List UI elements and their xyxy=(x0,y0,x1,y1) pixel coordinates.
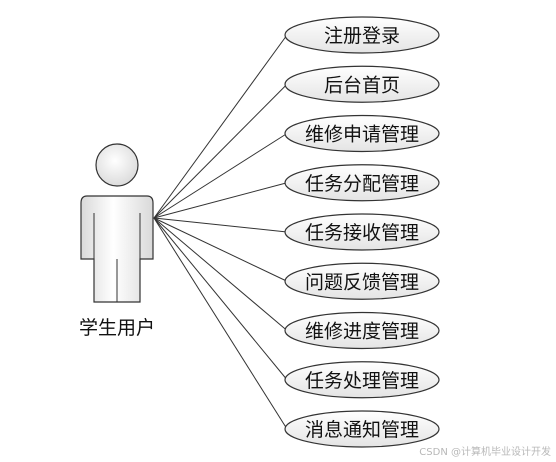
use-case-ellipse xyxy=(284,361,440,399)
actor-body xyxy=(80,195,154,303)
use-case: 消息通知管理 xyxy=(284,410,440,448)
use-case: 后台首页 xyxy=(284,65,440,103)
actor-head xyxy=(95,143,139,187)
use-case-label: 任务接收管理 xyxy=(305,222,419,244)
use-case: 维修申请管理 xyxy=(284,114,440,153)
association-line xyxy=(153,34,288,219)
use-case-label: 问题反馈管理 xyxy=(305,271,419,293)
use-case: 任务处理管理 xyxy=(284,361,440,399)
use-case-ellipse xyxy=(284,410,440,448)
association-line xyxy=(153,182,288,219)
association-line xyxy=(153,217,288,381)
use-case: 维修进度管理 xyxy=(284,311,440,350)
association-line xyxy=(153,217,288,233)
use-case-ellipse xyxy=(284,164,440,202)
use-case-label: 任务分配管理 xyxy=(305,173,419,195)
use-case-ellipse xyxy=(284,114,440,153)
use-case-ellipse xyxy=(284,311,440,350)
use-case: 任务分配管理 xyxy=(284,164,440,202)
use-case-label: 消息通知管理 xyxy=(305,419,419,441)
use-case-label: 维修进度管理 xyxy=(305,321,419,343)
use-case-label: 任务处理管理 xyxy=(305,370,419,392)
use-case-ellipse xyxy=(284,16,440,54)
association-line xyxy=(153,83,288,219)
association-line xyxy=(153,217,288,331)
actor-label: 学生用户 xyxy=(79,317,155,339)
use-case-label: 注册登录 xyxy=(324,25,400,47)
use-case: 任务接收管理 xyxy=(284,213,440,251)
association-line xyxy=(153,133,288,219)
use-case-label: 后台首页 xyxy=(324,74,400,96)
watermark: CSDN @计算机毕业设计开发 xyxy=(419,445,551,458)
use-case: 问题反馈管理 xyxy=(284,262,440,300)
use-case-ellipse xyxy=(284,65,440,103)
use-case: 注册登录 xyxy=(284,16,440,54)
association-lines xyxy=(153,34,288,430)
association-line xyxy=(153,217,288,430)
use-case-ellipse xyxy=(284,262,440,300)
use-case-label: 维修申请管理 xyxy=(305,124,419,146)
association-line xyxy=(153,217,288,282)
use-case-ellipse xyxy=(284,213,440,251)
student-user-actor: 学生用户 xyxy=(79,143,155,339)
use-cases: 注册登录后台首页维修申请管理任务分配管理任务接收管理问题反馈管理维修进度管理任务… xyxy=(284,16,440,448)
